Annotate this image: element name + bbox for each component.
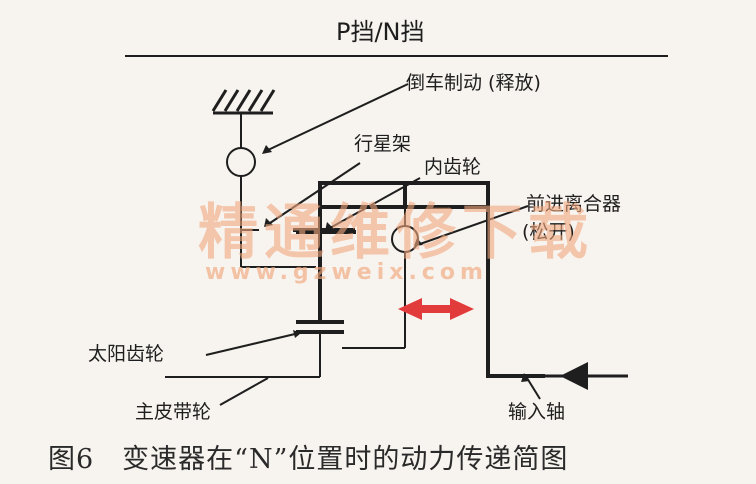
double-arrow-icon [398, 298, 474, 320]
leader-ring-gear [329, 177, 421, 229]
label-forward-clutch-line1: 前进离合器 [526, 193, 622, 215]
ring-gear-drum [318, 181, 545, 378]
leader-forward-clutch [419, 205, 529, 245]
ground-hatch-icon [211, 89, 276, 115]
leader-arrowhead-sun [293, 330, 301, 338]
leader-arrowhead-input [521, 373, 530, 382]
label-drive-pulley: 主皮带轮 [135, 401, 212, 423]
leader-planet-carrier [269, 162, 361, 224]
leader-input-shaft [526, 377, 541, 400]
reverse-brake-symbol [226, 147, 256, 177]
label-input-shaft: 输入轴 [508, 401, 566, 423]
leader-arrowhead-ring [325, 222, 334, 231]
leader-drive-pulley [219, 377, 269, 406]
input-arrow-icon [560, 362, 588, 390]
label-ring-gear: 内齿轮 [424, 156, 482, 178]
label-forward-clutch-line2: (松开) [522, 221, 575, 243]
forward-clutch-symbol [391, 225, 419, 253]
leader-arrowhead-clutch [414, 238, 423, 246]
figure-caption: 图6 变速器在“N”位置时的动力传递简图 [48, 444, 569, 475]
leader-reverse-brake [267, 83, 409, 151]
leader-arrowhead-brake [262, 145, 272, 154]
label-planet-carrier: 行星架 [354, 133, 412, 155]
leader-sun-gear [205, 333, 296, 356]
leader-arrowhead-carrier [264, 218, 273, 227]
diagram-title: P挡/N挡 [336, 18, 425, 46]
label-sun-gear: 太阳齿轮 [88, 343, 165, 365]
label-reverse-brake: 倒车制动 (释放) [406, 72, 541, 94]
